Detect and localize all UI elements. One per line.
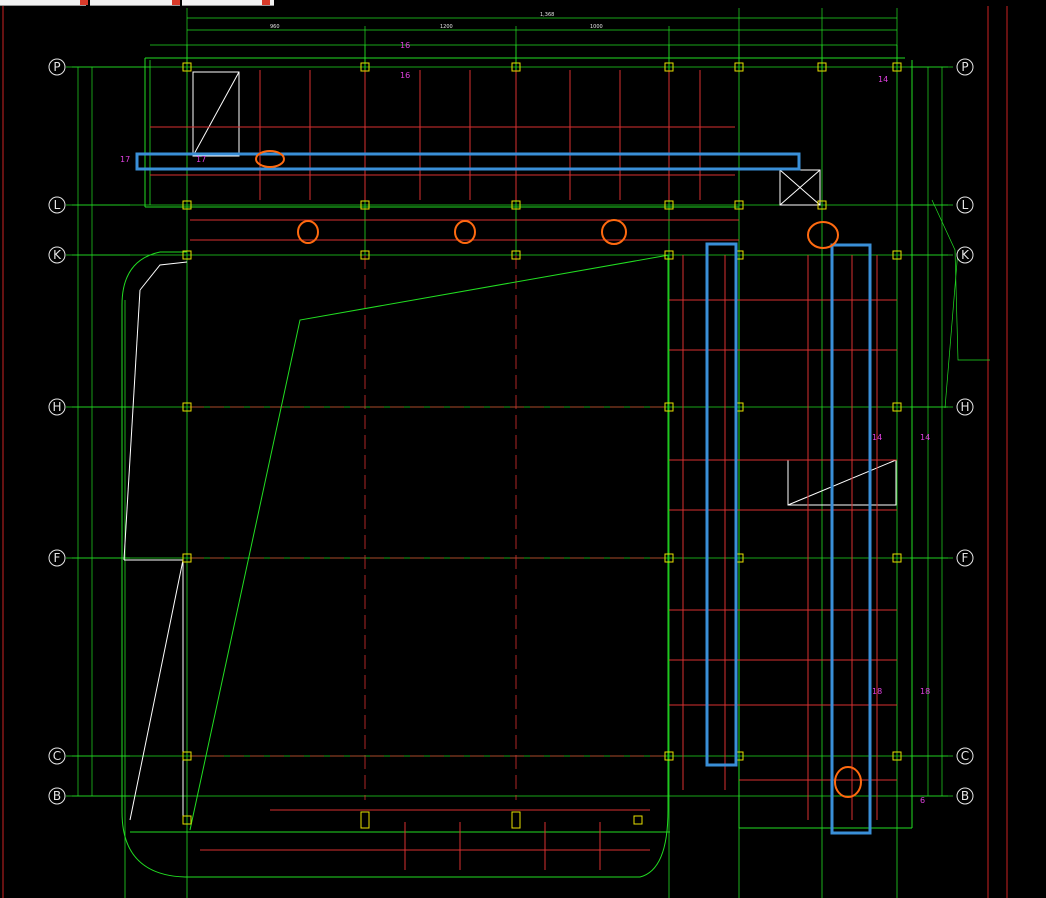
col-number-14-mid: 14 <box>872 433 882 442</box>
toolbar-tab-1[interactable] <box>0 0 86 6</box>
markup-circle-6 <box>834 766 862 798</box>
axis-bubble-k-left <box>48 246 66 264</box>
axis-label-c-right: C <box>961 749 969 763</box>
top-dimension-lines <box>150 8 898 70</box>
markup-circle-3 <box>454 220 476 244</box>
building-outline <box>121 57 913 878</box>
axis-bubble-c-right <box>956 747 974 765</box>
toolbar-strip <box>0 0 1046 6</box>
col-number-16-top2: 16 <box>400 71 410 80</box>
axis-label-c-left: C <box>53 749 61 763</box>
columns <box>182 62 902 829</box>
axis-label-h-left: H <box>52 400 61 414</box>
markup-circle-4 <box>601 219 627 245</box>
dim-top-seg3: 1000 <box>590 24 603 30</box>
axis-bubble-b-right <box>956 787 974 805</box>
axis-bubble-l-left <box>48 196 66 214</box>
col-number-16-top: 16 <box>400 41 410 50</box>
orange-markups <box>255 150 862 798</box>
toolbar-tab-2-accent <box>172 0 180 5</box>
axis-bubble-p-left <box>48 58 66 76</box>
toolbar-tab-2[interactable] <box>90 0 180 6</box>
col-number-18b: 18 <box>920 687 930 696</box>
grid-lines-vertical <box>124 45 898 898</box>
markup-circle-1 <box>255 150 285 168</box>
axis-bubble-l-right <box>956 196 974 214</box>
col-number-6: 6 <box>920 796 925 805</box>
highlight-right-beam-2 <box>830 243 872 835</box>
col-number-14-mid2: 14 <box>920 433 930 442</box>
courtyard-red-grid <box>190 255 669 800</box>
axis-label-f-right: F <box>962 551 969 565</box>
markup-circle-5 <box>807 221 839 249</box>
toolbar-tab-3-accent <box>262 0 270 5</box>
dim-top-total: 1,368 <box>540 12 554 18</box>
axis-bubble-f-right <box>956 549 974 567</box>
white-walls <box>123 71 897 821</box>
axis-label-f-left: F <box>54 551 61 565</box>
axis-bubble-c-left <box>48 747 66 765</box>
axis-bubble-h-right <box>956 398 974 416</box>
axis-label-p-left: P <box>53 60 60 74</box>
highlight-top-beam <box>135 152 801 171</box>
axis-bubble-h-left <box>48 398 66 416</box>
right-wing-beams <box>669 255 897 820</box>
highlight-right-beam-1 <box>705 242 738 767</box>
toolbar-tab-3[interactable] <box>182 0 274 6</box>
axis-label-l-right: L <box>962 198 969 212</box>
col-number-18: 18 <box>872 687 882 696</box>
axis-label-k-left: K <box>53 248 62 262</box>
dim-top-seg2: 1200 <box>440 24 453 30</box>
bottom-beams <box>200 809 650 870</box>
col-number-17-left2: 17 <box>196 155 206 164</box>
dim-top-seg1: 960 <box>270 24 280 30</box>
col-number-17-left: 17 <box>120 155 130 164</box>
axis-label-k-right: K <box>961 248 970 262</box>
markup-circle-2 <box>297 220 319 244</box>
col-number-14-top: 14 <box>878 75 888 84</box>
axis-label-b-left: B <box>53 789 61 803</box>
toolbar-tab-1-accent <box>80 0 88 5</box>
left-dimension-lines <box>72 66 150 797</box>
axis-bubble-p-right <box>956 58 974 76</box>
axis-label-b-right: B <box>961 789 969 803</box>
axis-bubble-f-left <box>48 549 66 567</box>
top-corridor-beams <box>150 70 739 241</box>
highlight-boxes <box>135 152 872 835</box>
axis-label-h-right: H <box>960 400 969 414</box>
axis-bubbles: P P L L K K H H F F C C B B <box>48 58 974 805</box>
axis-label-p-right: P <box>961 60 968 74</box>
axis-bubble-b-left <box>48 787 66 805</box>
axis-bubble-k-right <box>956 246 974 264</box>
slab-diagonal <box>189 254 670 831</box>
axis-label-l-left: L <box>54 198 61 212</box>
